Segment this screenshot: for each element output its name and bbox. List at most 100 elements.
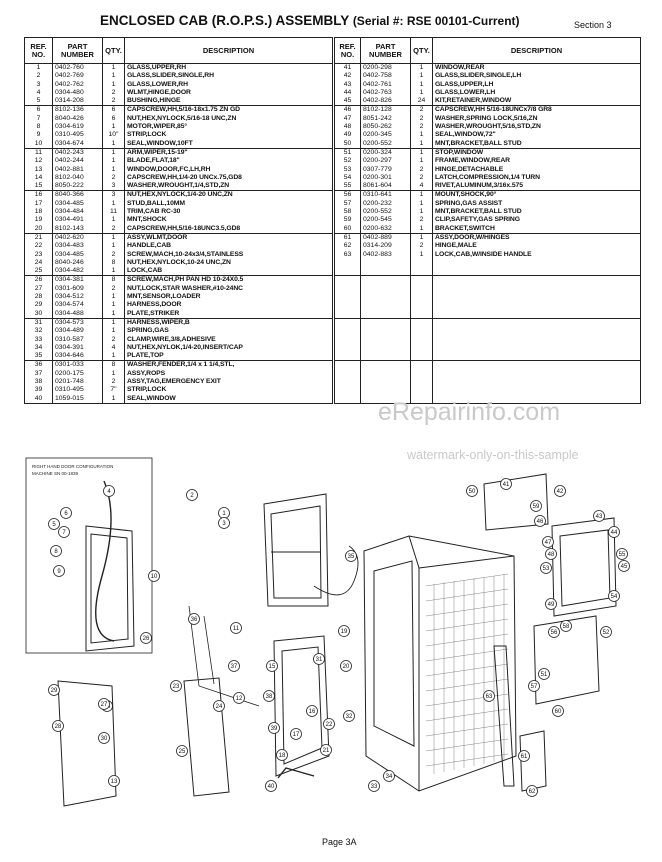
part-number-cell: 8040-246 <box>52 258 103 268</box>
part-number-cell: 0304-491 <box>52 216 103 225</box>
qty-cell: 1 <box>102 309 125 319</box>
part-number-cell: 0304-485 <box>52 199 103 209</box>
svg-text:7: 7 <box>62 530 66 536</box>
part-number-cell <box>360 335 411 344</box>
callout-56: 56 <box>548 626 560 638</box>
qty-cell: 8 <box>102 258 125 268</box>
callout-11: 11 <box>230 622 242 634</box>
ref-no-cell <box>334 352 361 362</box>
svg-text:8: 8 <box>54 549 58 555</box>
ref-no-cell: 18 <box>24 208 53 217</box>
qty-cell: 1 <box>410 208 433 217</box>
parts-row <box>334 360 641 370</box>
description-cell: TRIM,CAB RC-30 <box>124 208 333 217</box>
svg-text:30: 30 <box>101 736 108 742</box>
qty-header: QTY. <box>410 37 433 64</box>
qty-cell <box>410 309 433 319</box>
qty-cell: 1 <box>102 72 125 81</box>
description-cell: MOTOR,WIPER,85° <box>124 123 333 132</box>
parts-row <box>334 284 641 294</box>
ref-no-cell: 40 <box>24 394 53 404</box>
description-cell: MNT,SENSOR,LOADER <box>124 293 333 302</box>
svg-text:31: 31 <box>316 657 323 663</box>
description-cell: LOCK,CAB,W/INSIDE HANDLE <box>432 250 641 259</box>
description-cell: ASSY,TAG,EMERGENCY EXIT <box>124 377 333 387</box>
qty-cell: 1 <box>410 131 433 140</box>
part-number-cell: 0310-641 <box>360 190 411 200</box>
description-cell <box>432 284 641 294</box>
part-number-header: PART NUMBER <box>360 37 411 64</box>
callout-37: 37 <box>228 660 240 672</box>
qty-cell: 10" <box>102 131 125 140</box>
ref-no-cell <box>334 377 361 387</box>
ref-no-cell: 34 <box>24 343 53 353</box>
ref-no-cell: 37 <box>24 369 53 378</box>
ref-no-cell <box>334 275 361 285</box>
qty-cell <box>410 386 433 395</box>
description-cell: SCREW,MACH,PH PAN HD 10-24X0.5 <box>124 275 333 285</box>
ref-no-cell: 14 <box>24 173 53 183</box>
svg-text:60: 60 <box>555 709 562 715</box>
ref-no-header: REF. NO. <box>24 37 53 64</box>
callout-15: 15 <box>266 660 278 672</box>
part-number-cell <box>360 275 411 285</box>
ref-no-cell: 58 <box>334 208 361 217</box>
part-number-cell: 0402-620 <box>52 233 103 243</box>
part-number-cell: 0402-826 <box>360 97 411 107</box>
svg-text:45: 45 <box>621 564 628 570</box>
qty-cell: 7" <box>102 386 125 395</box>
part-number-cell <box>360 309 411 319</box>
description-cell: GLASS,LOWER,LH <box>432 88 641 98</box>
cab-body <box>363 535 517 792</box>
part-number-cell: 0304-674 <box>52 139 103 149</box>
part-number-cell: 0304-488 <box>52 309 103 319</box>
part-number-cell: 0304-484 <box>52 208 103 217</box>
part-number-cell: 0402-243 <box>52 148 103 158</box>
description-cell: MNT,BRACKET,BALL STUD <box>432 139 641 149</box>
description-cell <box>432 293 641 302</box>
callout-46: 46 <box>534 515 546 527</box>
svg-text:4: 4 <box>107 489 111 495</box>
callout-17: 17 <box>290 728 302 740</box>
part-number-cell <box>360 377 411 387</box>
ref-no-cell: 3 <box>24 80 53 89</box>
callout-48: 48 <box>545 548 557 560</box>
callout-53: 53 <box>540 562 552 574</box>
ref-no-cell: 27 <box>24 284 53 294</box>
description-cell: HINGE,DETACHABLE <box>432 165 641 174</box>
qty-cell: 1 <box>410 72 433 81</box>
callout-44: 44 <box>608 526 620 538</box>
svg-text:24: 24 <box>216 704 223 710</box>
parts-row <box>334 335 641 344</box>
ref-no-cell: 61 <box>334 233 361 243</box>
description-cell: WASHER,SPRING LOCK,5/16,ZN <box>432 114 641 124</box>
callout-16: 16 <box>306 705 318 717</box>
part-number-cell: 0200-301 <box>360 173 411 183</box>
callout-6: 6 <box>60 507 72 519</box>
part-number-cell: 0200-324 <box>360 148 411 158</box>
qty-cell <box>410 360 433 370</box>
qty-cell: 1 <box>410 199 433 209</box>
qty-cell: 1 <box>102 301 125 310</box>
svg-text:19: 19 <box>341 629 348 635</box>
section-label: Section 3 <box>574 20 612 30</box>
part-number-cell: 0402-761 <box>360 80 411 89</box>
part-number-cell: 8102-143 <box>52 224 103 234</box>
exploded-view-diagram: RIGHT HAND DOOR CONFIGURATION MACHINE SN… <box>25 457 630 807</box>
part-number-cell: 0304-573 <box>52 318 103 328</box>
qty-cell <box>410 335 433 344</box>
ref-no-cell: 54 <box>334 173 361 183</box>
qty-cell: 1 <box>102 242 125 251</box>
